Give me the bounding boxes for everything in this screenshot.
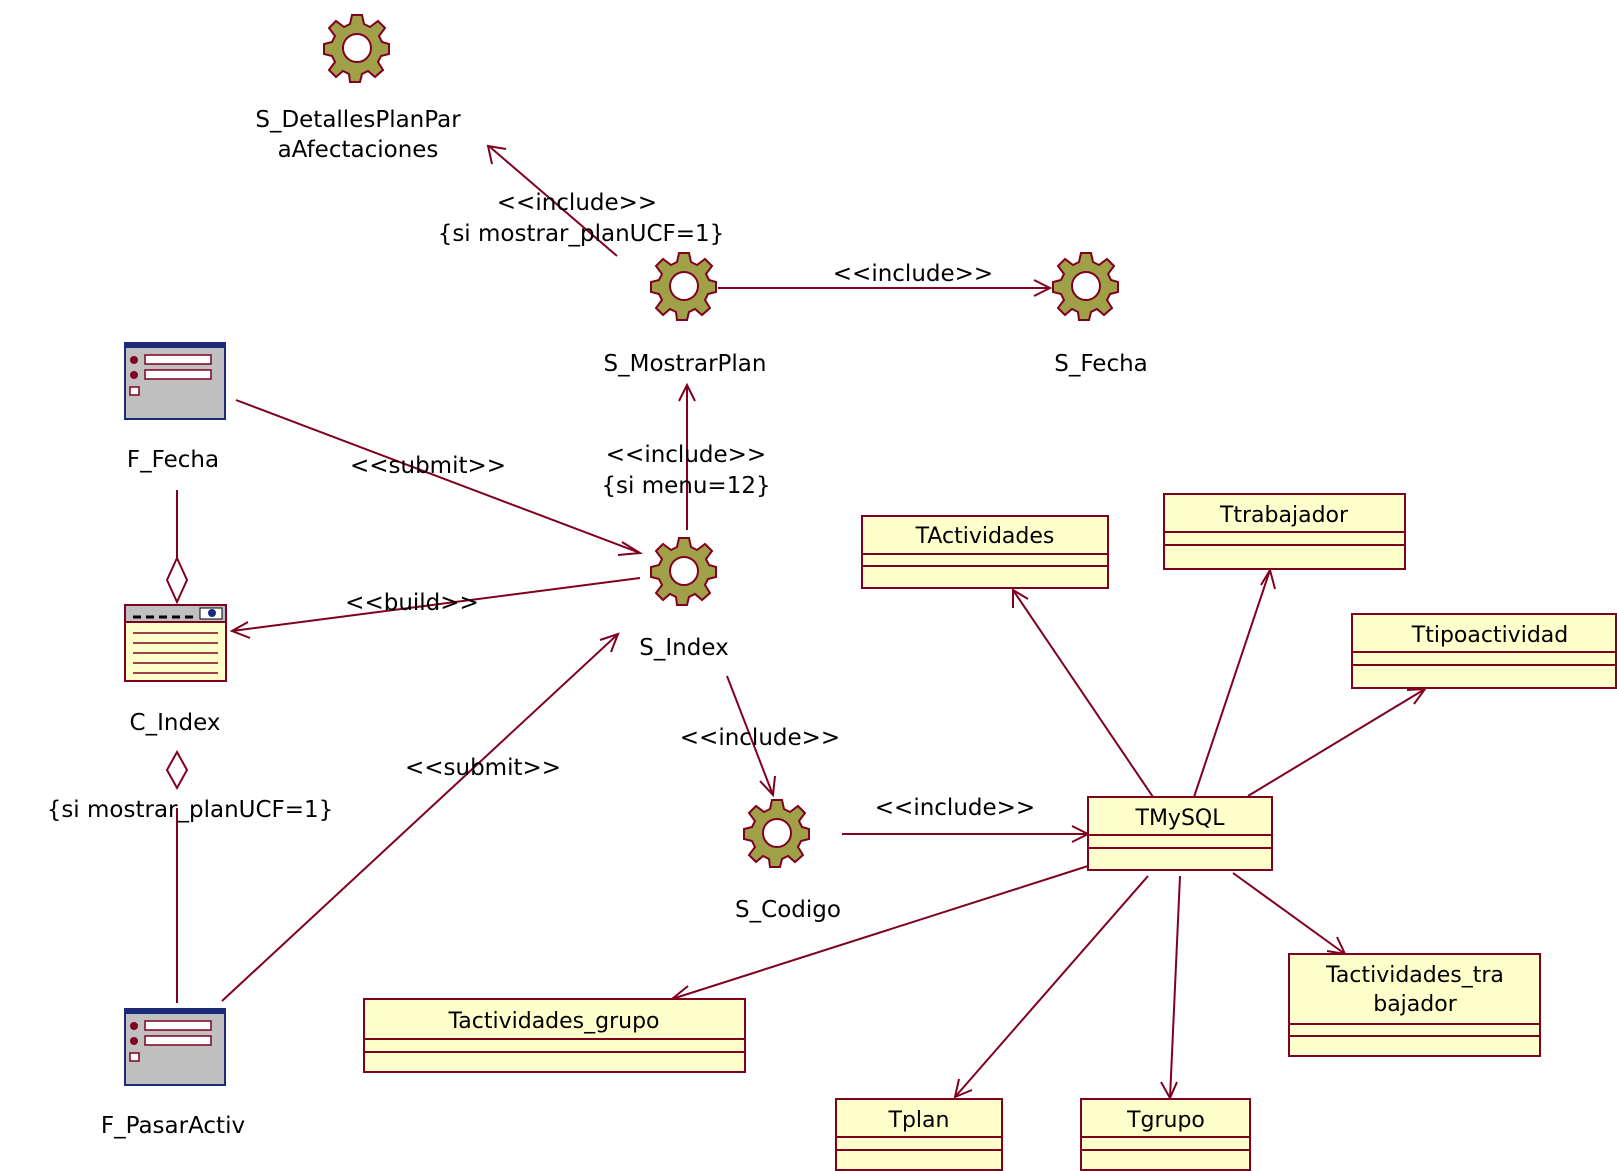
class-name: TActividades xyxy=(915,524,1055,549)
arrowhead-tplan xyxy=(953,1078,973,1099)
server-label-index: S_Index xyxy=(639,635,728,661)
client-page-icon xyxy=(124,604,227,682)
class-name: Ttrabajador xyxy=(1219,503,1349,528)
edge-ffecha-to-index xyxy=(235,399,641,554)
form-fecha[interactable]: F_Fecha xyxy=(124,342,226,473)
server-label-detalles-line1: S_DetallesPlanPar xyxy=(255,107,461,133)
gear-icon xyxy=(323,14,390,83)
edge-fpasar-to-index xyxy=(221,633,619,1002)
edge-tmysql-to-ttipoactividad xyxy=(1247,688,1426,797)
server-page-codigo[interactable]: S_Codigo xyxy=(735,799,841,923)
form-pasaractiv[interactable]: F_PasarActiv xyxy=(101,1008,245,1139)
edge-label-include-fecha: <<include>> xyxy=(833,261,993,287)
arrowhead-mostrar xyxy=(678,382,696,402)
form-label-pasaractiv: F_PasarActiv xyxy=(101,1113,245,1139)
class-tactividades-grupo[interactable]: Tactividades_grupo xyxy=(363,998,746,1073)
server-page-index[interactable]: S_Index xyxy=(639,537,729,661)
edge-label-submit-pasar: <<submit>> xyxy=(405,755,561,781)
class-name: Ttipoactividad xyxy=(1411,623,1568,648)
server-label-fecha: S_Fecha xyxy=(1054,351,1148,377)
class-name: Tgrupo xyxy=(1126,1108,1205,1133)
server-page-detalles[interactable]: S_DetallesPlanPar aAfectaciones xyxy=(255,14,461,163)
class-name-line2: bajador xyxy=(1373,992,1457,1017)
arrowhead-tgrupo xyxy=(1160,1081,1178,1101)
server-label-mostrarplan: S_MostrarPlan xyxy=(604,351,767,377)
arrowhead-index-from-fpasar xyxy=(599,632,620,653)
edge-label-build: <<build>> xyxy=(345,590,479,616)
server-page-mostrarplan[interactable]: S_MostrarPlan xyxy=(604,252,767,377)
edge-label-include-codigo: <<include>> xyxy=(680,725,840,751)
class-tmysql[interactable]: TMySQL xyxy=(1087,796,1273,871)
edge-mostrar-to-detalles xyxy=(489,146,618,257)
class-name: Tactividades_grupo xyxy=(447,1009,659,1034)
server-label-codigo: S_Codigo xyxy=(735,897,841,923)
arrowhead-index-from-ffecha xyxy=(617,541,644,556)
edge-index-to-codigo xyxy=(726,675,774,796)
edge-tmysql-to-tact-grupo xyxy=(671,865,1089,1000)
form-label-fecha: F_Fecha xyxy=(127,447,219,473)
arrowhead-codigo xyxy=(759,775,776,798)
class-name: TMySQL xyxy=(1135,806,1226,831)
client-page-index[interactable]: C_Index xyxy=(124,604,227,736)
arrowhead-detalles xyxy=(486,144,507,165)
aggregation-diamond-bottom xyxy=(165,749,189,791)
arrowhead-fecha xyxy=(1033,279,1053,297)
edge-label-cond-menu: {si menu=12} xyxy=(601,473,770,499)
aggregation-diamond-top xyxy=(165,555,189,605)
class-name-line1: Tactividades_tra xyxy=(1325,963,1504,988)
gear-icon xyxy=(650,537,717,606)
arrowhead-ttipoactividad xyxy=(1406,687,1428,705)
server-page-fecha[interactable]: S_Fecha xyxy=(1052,252,1148,377)
edge-tmysql-to-tplan xyxy=(954,875,1149,1098)
edge-label-cond-cindex: {si mostrar_planUCF=1} xyxy=(47,797,334,823)
class-ttrabajador[interactable]: Ttrabajador xyxy=(1163,493,1406,570)
edge-tmysql-to-ttrabajador xyxy=(1193,569,1271,798)
class-tactividades-trabajador[interactable]: Tactividades_tra bajador xyxy=(1288,953,1541,1057)
class-name: Tplan xyxy=(888,1108,950,1133)
form-icon xyxy=(124,1008,226,1086)
edge-label-include-detalles: <<include>> xyxy=(497,190,657,216)
gear-icon xyxy=(650,252,717,321)
edge-index-to-cindex xyxy=(231,577,641,632)
arrowhead-cindex xyxy=(229,621,251,639)
arrowhead-tactividades xyxy=(1012,588,1029,608)
edges xyxy=(165,144,1428,1101)
class-tactividades[interactable]: TActividades xyxy=(861,515,1109,589)
edge-labels: <<include>> {si mostrar_planUCF=1} <<inc… xyxy=(47,190,1036,823)
arrowhead-ttrabajador xyxy=(1260,567,1276,590)
client-page-label-index: C_Index xyxy=(130,710,221,736)
gear-icon xyxy=(1052,252,1119,321)
edge-tmysql-to-tactividades xyxy=(1012,589,1154,798)
edge-tmysql-to-tact-trab xyxy=(1232,872,1346,955)
gear-icon xyxy=(743,799,810,868)
class-tgrupo[interactable]: Tgrupo xyxy=(1080,1098,1251,1171)
edge-label-cond-detalles: {si mostrar_planUCF=1} xyxy=(438,221,725,247)
edge-label-submit-fecha: <<submit>> xyxy=(350,453,506,479)
form-icon xyxy=(124,342,226,420)
edge-label-include-mysql: <<include>> xyxy=(875,795,1035,821)
edge-tmysql-to-tgrupo xyxy=(1169,875,1181,1099)
class-tplan[interactable]: Tplan xyxy=(835,1098,1003,1171)
class-ttipoactividad[interactable]: Ttipoactividad xyxy=(1351,613,1617,689)
edge-label-include-mostrar: <<include>> xyxy=(606,442,766,468)
server-label-detalles-line2: aAfectaciones xyxy=(278,137,439,163)
